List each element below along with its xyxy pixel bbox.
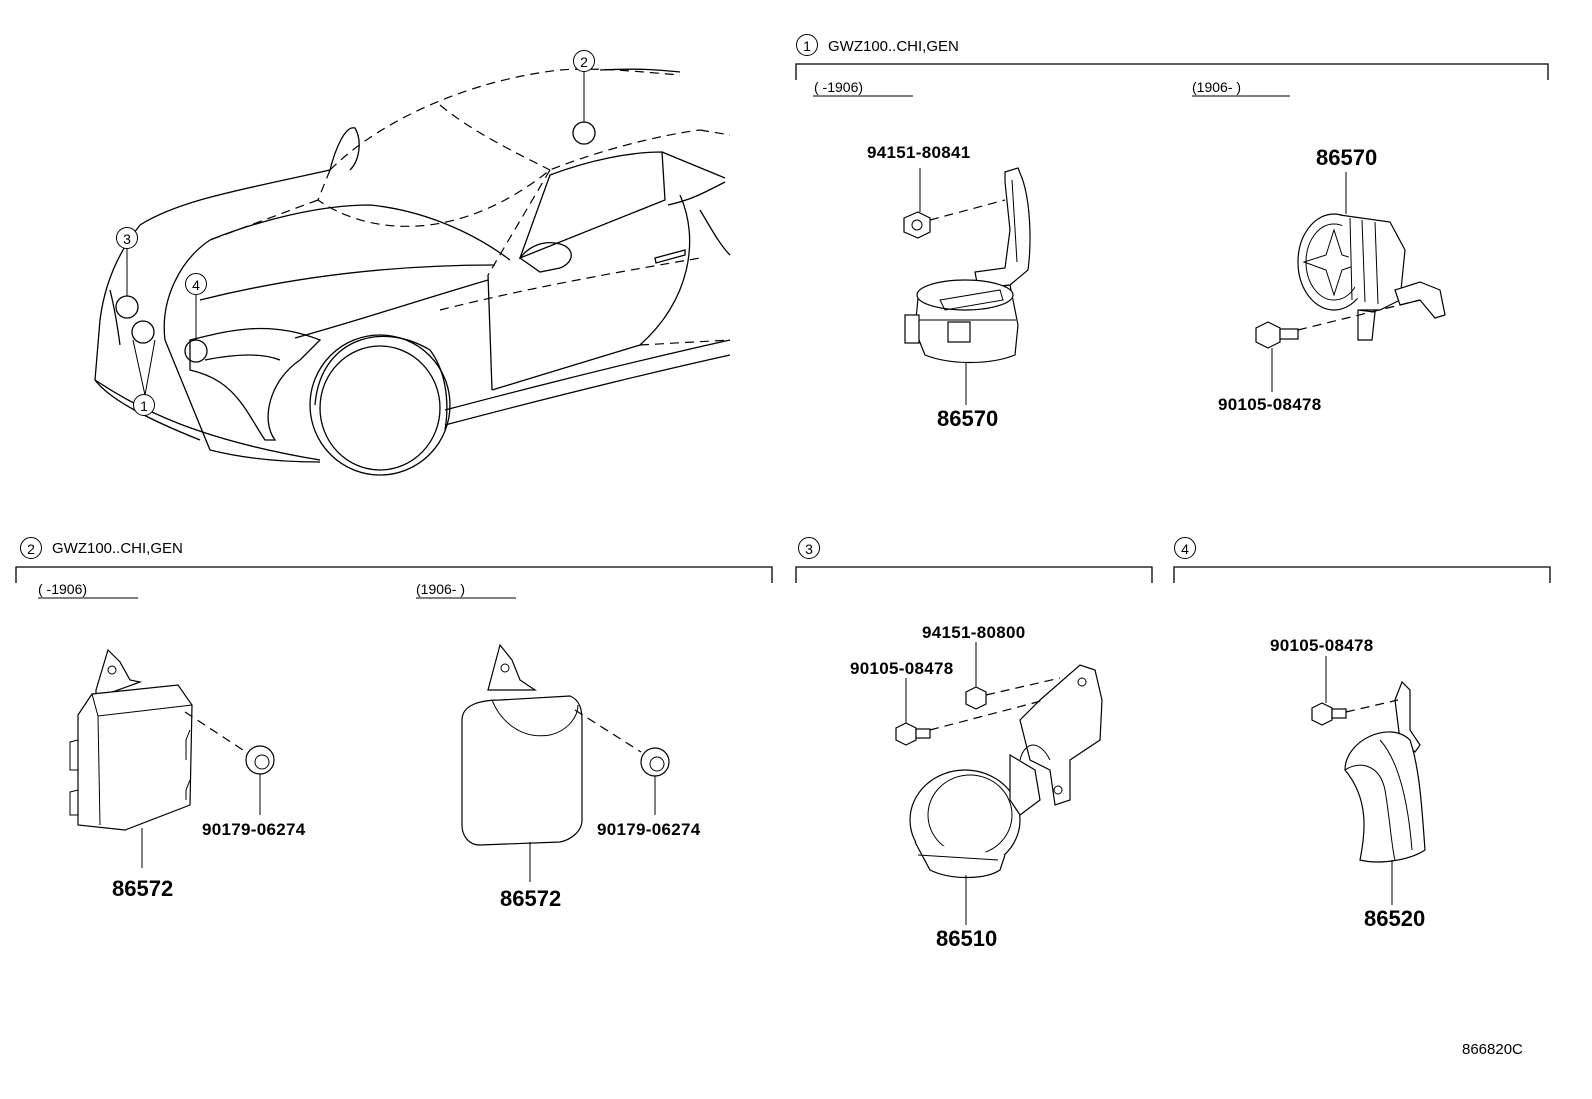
callout-1: 1: [133, 394, 155, 416]
part-label-86572-a: 86572: [112, 876, 174, 901]
section1-date-right: (1906- ): [1192, 79, 1242, 95]
part-label-90179-06274-a: 90179-06274: [202, 820, 306, 839]
part-86520-drawing: [1311, 656, 1426, 905]
part-86570-left-drawing: [903, 167, 1031, 405]
part-label-90105-08478-s4: 90105-08478: [1270, 636, 1374, 655]
part-label-90105-08478-s1: 90105-08478: [1218, 395, 1322, 414]
part-label-86570-right: 86570: [1316, 145, 1378, 170]
diagram-code: 866820C: [1462, 1041, 1523, 1058]
section1-title: GWZ100..CHI,GEN: [828, 38, 959, 55]
bracket-section4: [1173, 566, 1551, 583]
part-label-86510: 86510: [936, 926, 998, 951]
part-86510-drawing: [895, 642, 1103, 925]
callout-3: 3: [116, 227, 138, 249]
bracket-section1: [795, 63, 1549, 80]
car-illustration: [94, 68, 731, 476]
callout-2: 2: [573, 50, 595, 72]
part-86572-left-drawing: [69, 648, 275, 868]
section1-number: 1: [796, 34, 818, 56]
section2-date-left: ( -1906): [38, 581, 88, 597]
section2-date-right: (1906- ): [416, 581, 466, 597]
part-label-94151-80841: 94151-80841: [867, 143, 971, 162]
part-86572-right-drawing: [461, 643, 670, 882]
part-label-86572-b: 86572: [500, 886, 562, 911]
part-86570-right-drawing: [1255, 172, 1446, 392]
section1-date-left: ( -1906): [814, 79, 864, 95]
bracket-section2: [15, 566, 773, 583]
part-label-90105-08478-s3: 90105-08478: [850, 659, 954, 678]
part-label-86570-left: 86570: [937, 406, 999, 431]
section2-title: GWZ100..CHI,GEN: [52, 540, 183, 557]
bracket-section3: [795, 566, 1153, 583]
callout-4: 4: [185, 273, 207, 295]
part-label-90179-06274-b: 90179-06274: [597, 820, 701, 839]
part-label-86520: 86520: [1364, 906, 1426, 931]
section-brackets: [15, 63, 1551, 599]
section2-number: 2: [20, 537, 42, 559]
section4-number: 4: [1174, 537, 1196, 559]
part-label-94151-80800: 94151-80800: [922, 623, 1026, 642]
section3-number: 3: [798, 537, 820, 559]
